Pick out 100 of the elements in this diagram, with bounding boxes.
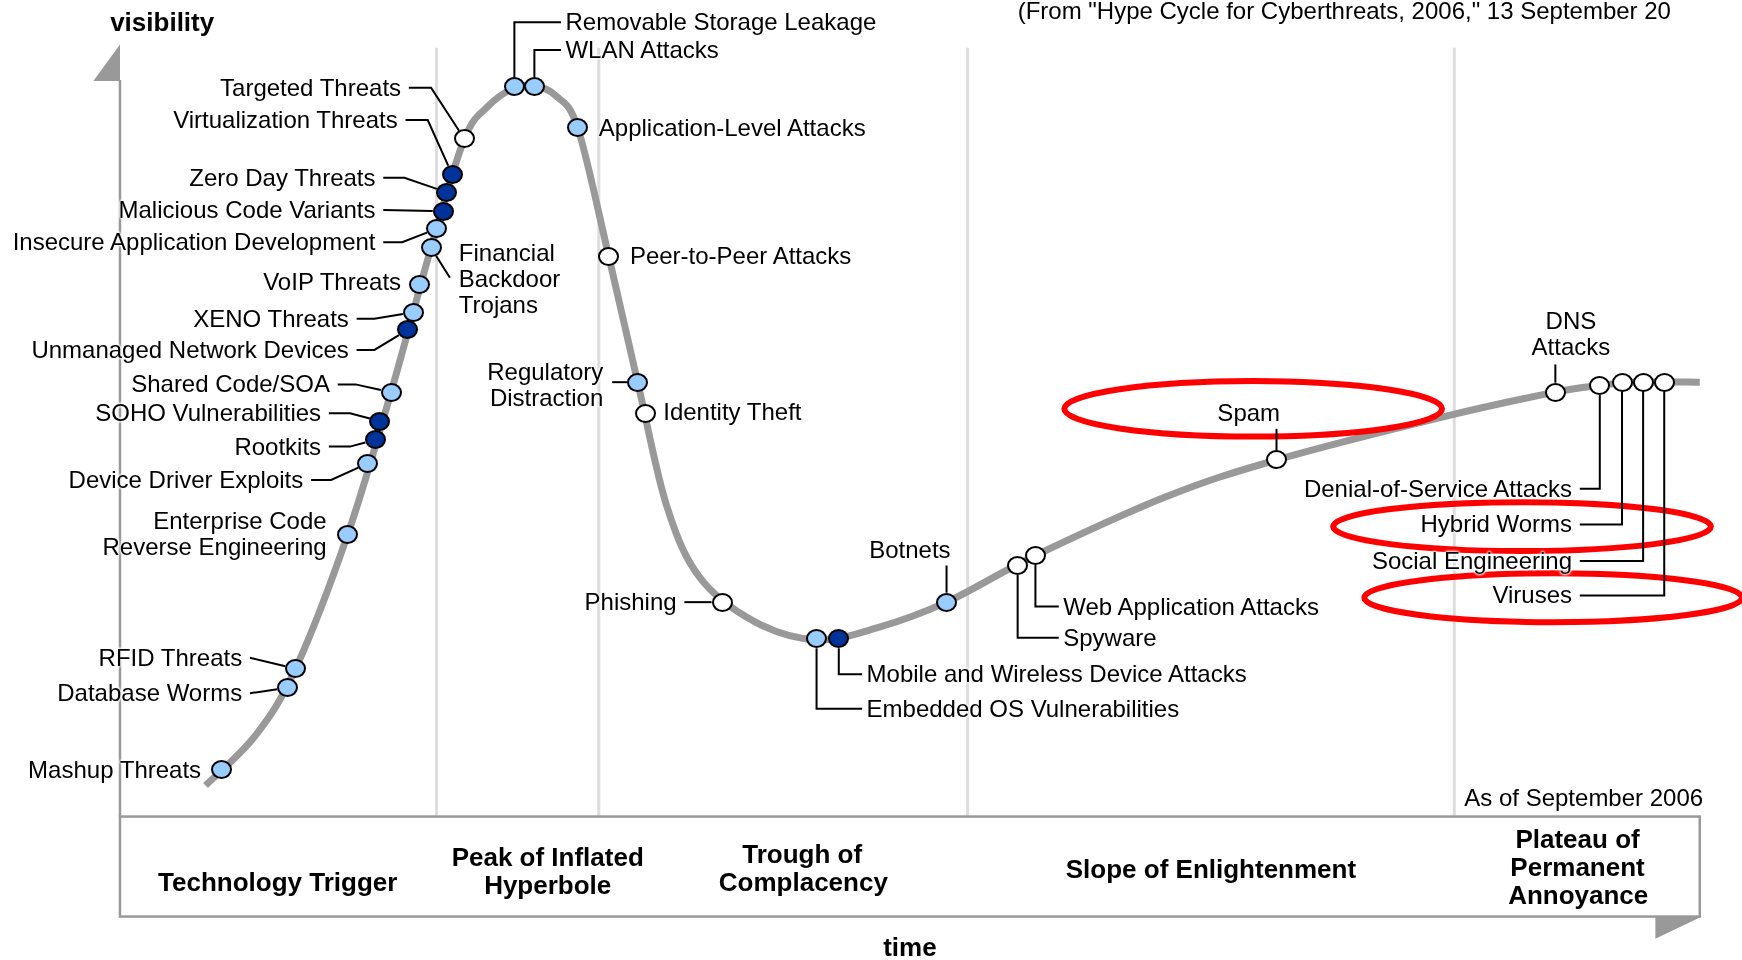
threat-label: Spam (1217, 400, 1281, 427)
leader-line (327, 412, 371, 420)
status-dot (828, 629, 850, 649)
threat-label: Spyware (1063, 624, 1157, 651)
threat-label: Virtualization Threats (173, 107, 398, 133)
phase-label: Slope of Enlightenment (1065, 854, 1357, 883)
status-dot (380, 382, 402, 402)
leader-line (382, 208, 434, 212)
threat-label: Web Application Attacks (1063, 593, 1319, 620)
status-dot (1007, 555, 1029, 575)
status-dot (1611, 372, 1633, 392)
threat-label: Insecure Application Development (12, 229, 376, 256)
status-dot (1653, 372, 1675, 392)
threat-label: Enterprise Code Reverse Engineering (101, 508, 327, 561)
status-dot (277, 678, 299, 698)
leader-line (355, 334, 400, 351)
status-dot (441, 164, 463, 184)
leader-line (355, 312, 404, 320)
leader-line (1034, 563, 1060, 608)
status-dot (432, 201, 454, 221)
threat-label: Application-Level Attacks (598, 114, 866, 141)
status-dot (285, 659, 306, 679)
threat-label: Peer-to-Peer Attacks (629, 242, 852, 269)
status-dot (806, 629, 828, 649)
leader-line (327, 441, 367, 448)
leader-line (611, 381, 629, 384)
threat-label: Embedded OS Vulnerabilities (866, 695, 1180, 722)
leader-line (945, 564, 948, 594)
status-dot (357, 453, 379, 473)
status-dot (369, 411, 391, 431)
leader-line (837, 647, 864, 676)
phase-label: Plateau of Permanent Annoyance (1508, 824, 1647, 909)
threat-label: SOHO Vulnerabilities (95, 400, 322, 427)
leader-line (407, 86, 461, 132)
status-dot (436, 182, 458, 202)
status-dot (365, 430, 386, 450)
status-dot (523, 77, 545, 97)
status-dot (503, 77, 525, 97)
threat-label: Shared Code/SOA (131, 371, 330, 398)
threat-label: Unmanaged Network Devices (31, 336, 349, 363)
status-dot (210, 760, 232, 780)
status-dot (453, 129, 475, 149)
threat-label: Database Worms (57, 680, 243, 707)
status-dot (1266, 450, 1287, 470)
leader-line (815, 647, 864, 710)
phase-label: Trough of Complacency (718, 840, 886, 897)
threat-label: WLAN Attacks (565, 37, 719, 63)
phase-label: Peak of Inflated Hyperbole (450, 842, 645, 899)
threat-label: Financial Backdoor Trojans (458, 240, 570, 319)
threat-label: DNS Attacks (1529, 308, 1613, 361)
leader-line (382, 231, 428, 244)
threat-label: Rootkits (234, 433, 322, 460)
leader-line (513, 21, 563, 79)
threat-label: Denial-of-Service Attacks (1303, 475, 1573, 502)
leader-line (248, 688, 279, 695)
threat-label: Zero Day Threats (189, 164, 376, 191)
leader-line (1578, 393, 1601, 490)
threat-label: Social Engineering (1371, 548, 1573, 575)
leader-line (310, 466, 360, 481)
status-dot (627, 372, 649, 392)
status-dot (567, 118, 589, 138)
leader-line (248, 656, 287, 668)
status-dot (337, 524, 359, 544)
threat-label: Identity Theft (663, 399, 802, 426)
leader-line (683, 601, 713, 604)
leader-line (1016, 573, 1060, 639)
status-dot (397, 320, 419, 340)
threat-label: Hybrid Worms (1420, 511, 1573, 538)
leader-line (435, 254, 451, 279)
threat-label: Malicious Code Variants (118, 196, 376, 223)
status-dot (402, 302, 424, 322)
status-dot (1632, 372, 1654, 392)
threat-label: Mobile and Wireless Device Attacks (866, 661, 1247, 688)
leader-line (533, 49, 563, 79)
status-dot (936, 592, 958, 612)
status-dot (420, 238, 442, 258)
threat-label: Targeted Threats (220, 74, 402, 101)
status-dot (1544, 382, 1566, 402)
status-dot (1589, 376, 1611, 395)
threat-label: Botnets (869, 536, 951, 563)
leader-line (382, 176, 438, 190)
threat-label: Device Driver Exploits (68, 466, 304, 493)
threat-label: VoIP Threats (263, 269, 402, 296)
status-dot (426, 219, 448, 239)
threat-label: Removable Storage Leakage (565, 9, 877, 36)
axis-title: time (883, 932, 937, 960)
leader-line (404, 119, 450, 167)
status-dot (634, 403, 656, 423)
status-dot (1024, 546, 1046, 565)
date-note: As of September 2006 (1464, 784, 1704, 811)
threat-label: Mashup Threats (28, 756, 202, 783)
leader-line (1275, 427, 1278, 452)
leader-line (1578, 390, 1623, 526)
leader-line (1578, 390, 1645, 563)
threat-label: Regulatory Distraction (481, 359, 604, 412)
threat-label: Viruses (1492, 582, 1573, 609)
axis-title: visibility (110, 8, 215, 37)
phase-label: Technology Trigger (158, 868, 398, 897)
threat-label: Phishing (584, 589, 677, 616)
source-note: (From "Hype Cycle for Cyberthreats, 2006," 13 September 20 (1017, 0, 1671, 25)
